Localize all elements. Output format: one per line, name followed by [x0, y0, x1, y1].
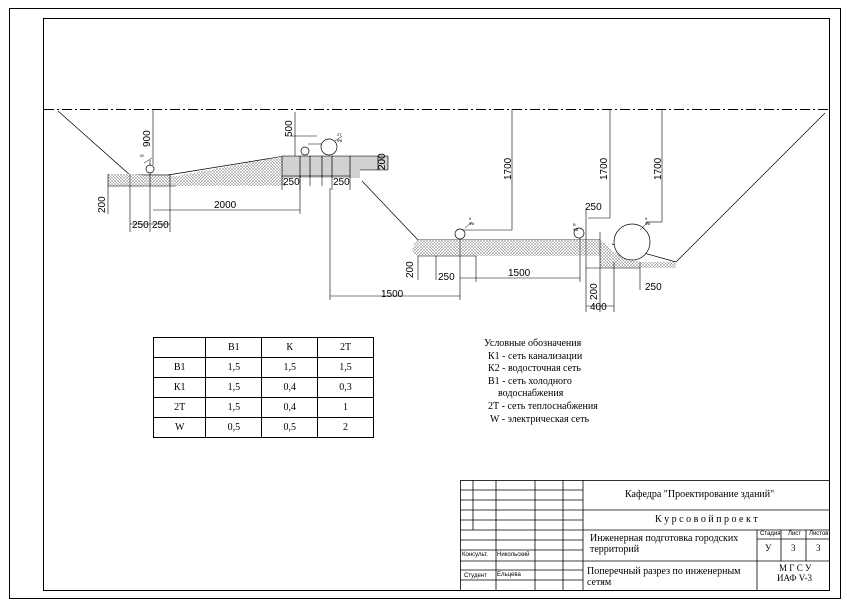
drawing-title: Поперечный разрез по инженерным сетям: [587, 566, 741, 588]
dim-250-g: 250: [645, 282, 662, 293]
dim-250-b: 250: [152, 220, 169, 231]
sheet-label: Лист: [788, 531, 802, 537]
inner-frame: [43, 18, 830, 591]
table-cell: W: [152, 417, 207, 438]
legend-item: В1 - сеть холодного: [488, 375, 572, 387]
legend-item: водоснабжения: [498, 388, 564, 400]
pipe-tag-k2-dia: Ф8: [469, 221, 475, 226]
table-row: W 0,5 0,5 2: [152, 417, 374, 438]
dim-250-a: 250: [132, 220, 149, 231]
soil-hatching: [108, 156, 676, 268]
dim-1500-outer: 1500: [381, 289, 404, 300]
legend-item: 2Т - сеть теплоснабжения: [488, 400, 598, 412]
table-cell: 0,5: [261, 417, 319, 438]
pipe-tag-2t-dia: Ф8: [337, 138, 343, 143]
outer-frame: [9, 8, 841, 599]
dim-250-f: 250: [438, 272, 455, 283]
sheet-value: 3: [791, 543, 796, 553]
pipe-tag-w: W: [140, 153, 144, 158]
student-name: Ельцева: [497, 572, 521, 578]
consultant-name: Никольский: [497, 552, 530, 558]
pipe-tag-k1: К: [645, 216, 648, 221]
legend-item: W - электрическая сеть: [490, 413, 590, 425]
dim-250-d: 250: [333, 177, 350, 188]
sheets-value: 3: [816, 543, 821, 553]
dim-1500-inner: 1500: [508, 268, 531, 279]
project-type: К у р с о в о й п р о е к т: [655, 514, 758, 525]
legend-title: Условные обозначения: [484, 338, 582, 349]
pipe-tag-b1-dia: Ф8: [573, 227, 579, 232]
distance-table: В1 К 2Т В1 1,5 1,5 1,5 К1 1,5 0,4 0,3 2Т…: [152, 337, 374, 438]
dim-2000: 2000: [214, 200, 237, 211]
table-header-row: В1 К 2Т: [152, 337, 374, 358]
pipe-tag-k2: К: [469, 216, 472, 221]
table-cell: 0,5: [205, 417, 263, 438]
legend: Условные обозначения К1 - сеть канализац…: [484, 338, 598, 426]
consultant-label: Консульт.: [462, 552, 488, 558]
legend-item: К2 - водосточная сеть: [488, 363, 581, 375]
department-title: Кафедра "Проектирование зданий": [625, 489, 775, 500]
dim-250-e: 250: [585, 202, 602, 213]
sheets-label: Листов: [809, 531, 829, 537]
student-label: Студент: [464, 573, 487, 579]
stage-label: Стадия: [760, 531, 781, 537]
table-cell: 1,5: [317, 357, 374, 378]
dimension-lines: [107, 109, 663, 312]
table-cell: 2: [317, 417, 374, 438]
legend-item: К1 - сеть канализации: [488, 350, 583, 362]
table-row: К1 1,5 0,4 0,3: [152, 377, 374, 398]
stage-value: У: [765, 543, 772, 553]
dim-250-c: 250: [283, 177, 300, 188]
pipe-tag-2t: 2Т: [337, 132, 342, 137]
subject-title: Инженерная подготовка городских территор…: [590, 533, 739, 555]
pipe-tag-k1-dia: Ф8: [645, 221, 651, 226]
org-line-1: М Г С У: [779, 563, 812, 573]
pipes: [145, 138, 651, 261]
pipe-tag-b1: В: [573, 222, 576, 227]
table-row: В1 1,5 1,5 1,5: [152, 357, 374, 378]
dim-400: 400: [590, 302, 607, 313]
org-line-2: ИАФ V-3: [777, 573, 812, 583]
